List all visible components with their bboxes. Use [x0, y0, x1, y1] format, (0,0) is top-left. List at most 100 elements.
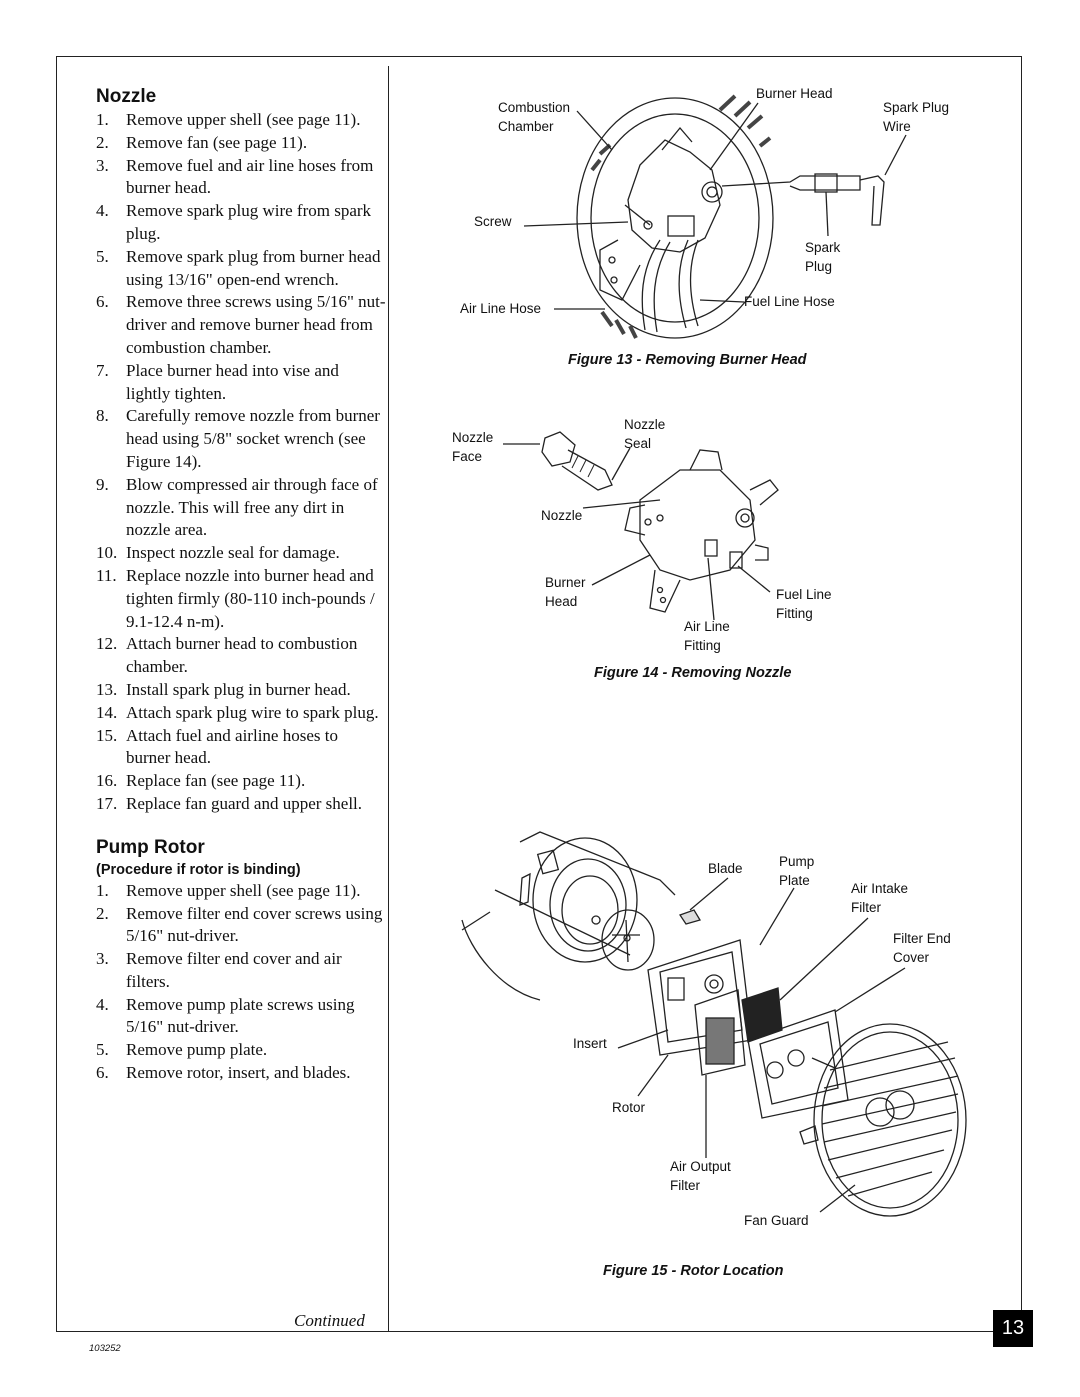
left-column: Nozzle 1. Remove upper shell (see page 11…	[96, 85, 386, 1085]
step-item: 4. Remove spark plug wire from spark plug…	[96, 200, 386, 246]
step-text: Attach spark plug wire to spark plug.	[126, 702, 379, 722]
step-text: Attach burner head to combustion chamber…	[126, 634, 358, 677]
column-divider	[388, 66, 389, 1332]
label-spark-plug: Spark Plug	[805, 240, 841, 274]
step-text: Remove spark plug wire from spark plug.	[126, 201, 372, 243]
step-text: Attach fuel and airline hoses to burner …	[126, 725, 338, 768]
step-item: 11. Replace nozzle into burner head and t…	[96, 565, 386, 633]
step-number: 2.	[96, 132, 109, 152]
step-text: Remove pump plate.	[126, 1040, 268, 1060]
step-item: 12. Attach burner head to combustion cham…	[96, 633, 386, 679]
step-number: 11.	[96, 565, 117, 585]
step-number: 15.	[96, 725, 118, 745]
nozzle-heading: Nozzle	[96, 86, 157, 107]
step-number: 2.	[96, 903, 109, 923]
label-pump-plate: Pump Plate	[779, 854, 815, 888]
step-number: 3.	[96, 949, 109, 969]
step-item: 5. Remove spark plug from burner head usi…	[96, 246, 386, 292]
label-filter-end-cover: Filter End Cover	[893, 931, 951, 965]
step-text: Inspect nozzle seal for damage.	[126, 543, 340, 563]
step-item: 14. Attach spark plug wire to spark plug.	[96, 702, 386, 725]
label-rotor: Rotor	[612, 1100, 646, 1115]
step-item: 3. Remove fuel and air line hoses from bu…	[96, 155, 386, 201]
label-burner-head-14: Burner Head	[545, 575, 586, 609]
step-item: 5. Remove pump plate.	[96, 1039, 386, 1062]
step-item: 1. Remove upper shell (see page 11).	[96, 109, 386, 132]
step-item: 9. Blow compressed air through face of no…	[96, 474, 386, 542]
label-fuel-line-fitting: Fuel Line Fitting	[776, 587, 832, 621]
step-text: Replace nozzle into burner head and tigh…	[126, 565, 375, 631]
step-number: 6.	[96, 292, 109, 312]
step-item: 16. Replace fan (see page 11).	[96, 770, 386, 793]
figure-15-caption: Figure 15 - Rotor Location	[603, 1263, 784, 1279]
step-number: 9.	[96, 474, 109, 494]
step-number: 10.	[96, 543, 118, 563]
pump-rotor-subheading: (Procedure if rotor is binding)	[96, 861, 301, 878]
step-number: 5.	[96, 1040, 109, 1060]
label-burner-head: Burner Head	[756, 86, 833, 101]
label-air-intake-filter: Air Intake Filter	[851, 881, 909, 915]
step-item: 17. Replace fan guard and upper shell.	[96, 793, 386, 816]
step-number: 4.	[96, 201, 109, 221]
step-number: 5.	[96, 246, 109, 266]
label-combustion-chamber: Combustion Chamber	[498, 100, 571, 134]
step-number: 1.	[96, 110, 109, 129]
step-number: 8.	[96, 406, 109, 426]
page-number: 13	[993, 1310, 1033, 1347]
label-fan-guard: Fan Guard	[744, 1213, 809, 1228]
pump-rotor-steps-list: 1. Remove upper shell (see page 11). 2. Rem…	[96, 880, 386, 1085]
step-text: Remove upper shell (see page 11).	[126, 880, 361, 900]
step-number: 7.	[96, 360, 109, 380]
step-item: 15. Attach fuel and airline hoses to burn…	[96, 725, 386, 771]
label-spark-plug-wire: Spark Plug Wire	[883, 100, 950, 134]
pump-rotor-heading: Pump Rotor	[96, 836, 205, 858]
step-item: 2. Remove filter end cover screws using 5…	[96, 903, 386, 949]
step-item: 3. Remove filter end cover and air filter…	[96, 948, 386, 994]
step-number: 14.	[96, 702, 118, 722]
step-item: 8. Carefully remove nozzle from burner he…	[96, 405, 386, 473]
label-air-output-filter: Air Output Filter	[670, 1159, 731, 1193]
step-number: 3.	[96, 155, 109, 175]
step-text: Replace fan guard and upper shell.	[126, 793, 363, 813]
step-number: 13.	[96, 679, 118, 699]
step-text: Remove fan (see page 11).	[126, 132, 308, 152]
step-text: Remove spark plug from burner head using…	[126, 246, 381, 289]
step-item: 1. Remove upper shell (see page 11).	[96, 880, 386, 903]
figure-13-caption: Figure 13 - Removing Burner Head	[568, 352, 807, 368]
step-number: 17.	[96, 793, 118, 813]
step-item: 7. Place burner head into vise and lightl…	[96, 360, 386, 406]
step-text: Remove rotor, insert, and blades.	[126, 1063, 351, 1083]
label-nozzle: Nozzle	[541, 508, 583, 523]
label-fuel-line-hose: Fuel Line Hose	[744, 294, 835, 309]
step-text: Remove upper shell (see page 11).	[126, 110, 361, 129]
step-number: 1.	[96, 880, 109, 900]
step-item: 6.Remove three screws using 5/16" nut-dr…	[96, 291, 386, 359]
page-frame	[56, 56, 1022, 1332]
step-text: Install spark plug in burner head.	[126, 679, 351, 699]
step-number: 16.	[96, 771, 118, 791]
label-air-line-fitting: Air Line Fitting	[684, 619, 730, 653]
label-nozzle-face: Nozzle Face	[452, 430, 494, 464]
step-text: Carefully remove nozzle from burner head…	[126, 406, 380, 471]
label-air-line-hose: Air Line Hose	[460, 301, 542, 316]
step-number: 4.	[96, 994, 109, 1014]
step-text: Replace fan (see page 11).	[126, 771, 306, 791]
continued-note: Continued	[294, 1311, 365, 1330]
step-number: 6.	[96, 1063, 109, 1083]
label-blade: Blade	[708, 861, 743, 876]
label-nozzle-seal: Nozzle Seal	[624, 417, 666, 451]
step-item: 13. Install spark plug in burner head.	[96, 679, 386, 702]
step-item: 10. Inspect nozzle seal for damage.	[96, 542, 386, 565]
step-item: 4. Remove pump plate screws using 5/16" n…	[96, 994, 386, 1040]
step-text: Remove filter end cover screws using 5/1…	[126, 903, 383, 946]
step-number: 12.	[96, 634, 118, 654]
step-item: 6. Remove rotor, insert, and blades.	[96, 1062, 386, 1085]
step-text: Remove fuel and air line hoses from burn…	[126, 155, 374, 198]
step-text: Place burner head into vise and lightly …	[126, 360, 339, 403]
step-text: Remove pump plate screws using 5/16" nut…	[126, 994, 355, 1037]
step-text: Remove filter end cover and air filters.	[126, 949, 342, 991]
step-item: 2. Remove fan (see page 11).	[96, 132, 386, 155]
step-text: Blow compressed air through face of nozz…	[126, 474, 378, 540]
